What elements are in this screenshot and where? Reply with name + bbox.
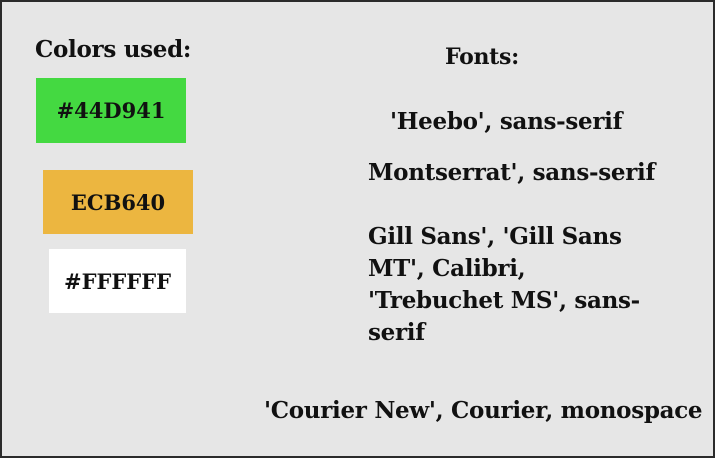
swatch-label: #44D941 [56, 98, 166, 123]
fonts-heading: Fonts: [445, 44, 519, 70]
color-swatch-orange: ECB640 [43, 170, 193, 234]
font-item: Montserrat', sans-serif [368, 159, 656, 186]
color-swatch-green: #44D941 [36, 78, 186, 143]
swatch-label: ECB640 [70, 189, 166, 215]
font-item: Gill Sans', 'Gill Sans MT', Calibri, 'Tr… [368, 223, 640, 346]
color-swatch-white: #FFFFFF [49, 249, 186, 313]
colors-heading: Colors used: [35, 36, 192, 63]
font-item: 'Heebo', sans-serif [390, 108, 623, 135]
swatch-label: #FFFFFF [63, 268, 172, 294]
font-item: 'Courier New', Courier, monospace [264, 397, 703, 424]
